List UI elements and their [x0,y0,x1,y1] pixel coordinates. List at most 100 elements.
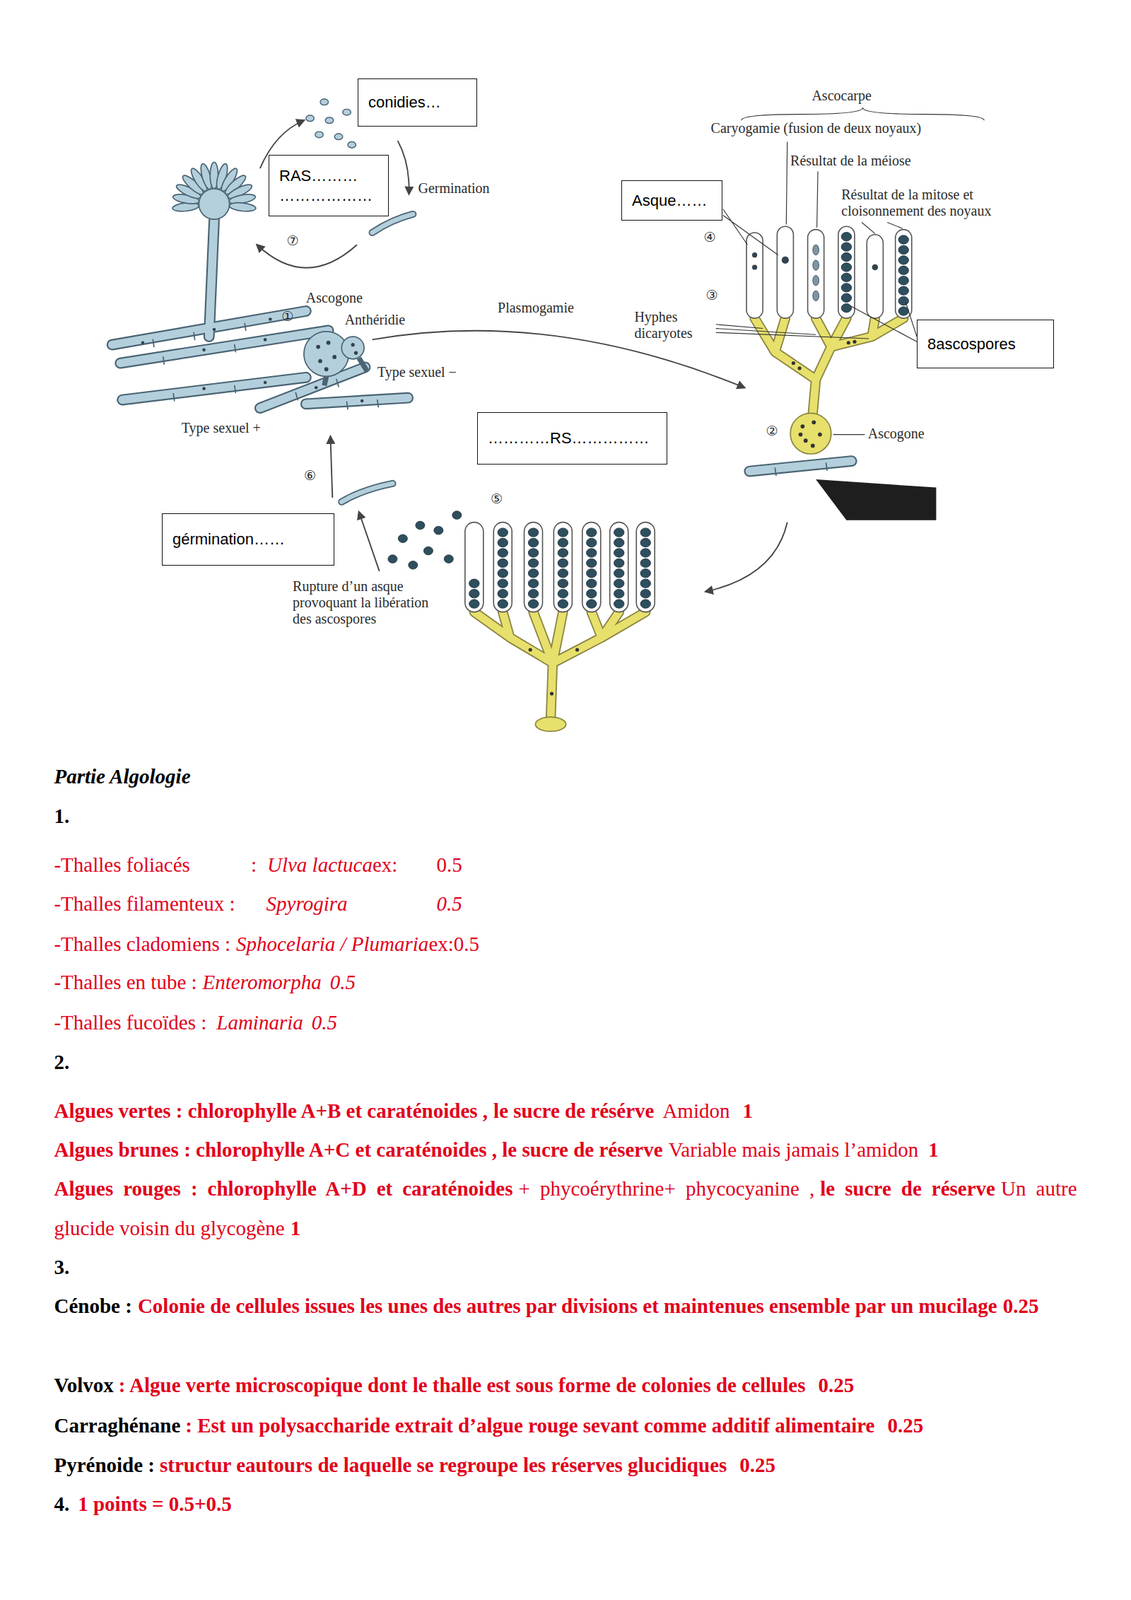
mycelium [112,214,852,502]
asci [557,528,568,608]
asci [781,256,789,264]
leader-lines [723,209,779,256]
sex-organs [303,331,367,386]
cycle-arrows [330,436,333,498]
leader-lines [741,108,984,121]
asci [812,244,820,301]
asci [469,599,480,608]
mycelium [112,220,852,472]
answer-text: 0.25 [1003,1294,1040,1317]
conidia [325,117,334,124]
asci [640,528,651,608]
answer-text: -Thalles cladomiens : [53,929,231,958]
answer-text: Laminaria [216,1008,303,1037]
answer-text: Pyrénoide : [53,1450,155,1479]
answer-text: Enteromorpha [202,967,322,996]
ascogenous-hyphae [803,438,808,443]
sex-organs [324,366,329,372]
answer-text: ex:0.5 [428,929,480,958]
ascogenous-hyphae [575,647,579,652]
asci [388,226,912,612]
answer-text: le sucre de réserve [819,1176,996,1200]
answer-text: Partie Algologie [53,762,191,791]
part-label: Hyphes dicaryotes [634,308,716,342]
callout-number: ⑥ [303,467,316,484]
box-text: conidies… [368,92,442,113]
asci [553,522,572,613]
leader-lines [833,434,866,435]
nuclei [202,386,206,391]
answer-text: Colonie de cellules issues les unes des … [137,1294,998,1317]
substrate [815,479,936,521]
part-label: Anthéridie [344,311,406,328]
ascogenous-hyphae [474,612,646,719]
answer-text: Amidon [662,1096,730,1125]
callout-number: ⑦ [286,233,299,249]
sex-organs [341,336,365,360]
answer-text: : Algue verte microscopique dont le thal… [118,1370,806,1399]
answer-text: Algues rouges : chlorophylle A+D et cara… [53,1176,513,1200]
cycle-arrows [257,244,357,268]
conidia [342,108,352,116]
mycelium [341,214,413,502]
asci [397,534,408,543]
box-text: gérmination…… [172,529,285,550]
conidia [334,133,343,140]
asci [898,235,909,316]
callout-number: ⑤ [490,491,503,507]
mycelium [112,220,852,472]
asci [388,232,909,609]
part-label: Type sexuel + [181,419,261,437]
sex-organs [315,340,358,372]
nuclei [263,337,268,342]
asci [752,252,758,258]
asci [636,522,655,613]
answer-text: Sphocelaria / Plumaria [236,929,429,958]
answer-text: 1 points = 0.5+0.5 [77,1489,232,1518]
part-label: Germination [418,180,490,197]
asci [423,546,433,555]
answer-text: ex: [372,850,398,879]
conidiophore [198,188,230,220]
asci [528,528,538,608]
asci [493,522,512,613]
ascogenous-hyphae [798,432,804,437]
asci [434,525,444,535]
callout-box: Asque…… [621,180,723,221]
answer-text: 1 [742,1096,753,1125]
nuclei [202,348,206,353]
cycle-arrows [705,522,787,592]
ascogenous-hyphae [797,366,801,370]
asci [614,528,625,608]
callout-number: ② [765,423,778,439]
part-label: Plasmogamie [497,299,574,316]
asci [841,232,852,313]
answer-text: Algues brunes : chlorophylle A+C et cara… [53,1135,663,1164]
part-label: Ascocarpe [811,87,871,104]
answer-text: 4. [53,1489,70,1518]
ascogenous-hyphae [811,419,816,425]
conidia [315,131,324,138]
answer-text: 0.25 [887,1410,924,1440]
answer-text: Spyrogira [266,889,348,918]
callout-box: conidies… [357,78,478,127]
asci [752,264,758,270]
ascogenous-hyphae [810,443,816,449]
answer-text: -Thalles en tube : [53,967,197,996]
answer-text: Carraghénane [53,1410,181,1440]
asci [582,522,601,613]
ascogenous-hyphae [798,419,823,448]
sex-organs [332,354,337,360]
box-text: 8ascospores [927,334,1016,355]
ascogenous-hyphae [846,340,851,345]
answer-text: : Est un polysaccharide extrait d’algue … [185,1410,875,1440]
ascogenous-hyphae [528,340,857,696]
ascogenous-hyphae [549,691,554,695]
ascogenous-hyphae [535,716,566,731]
conidia [347,142,357,149]
ascogenous-hyphae [791,361,796,365]
asci [812,275,820,286]
callout-box: gérmination…… [161,513,335,566]
answer-paragraph: Cénobe :Colonie de cellules issues les u… [53,1286,1077,1327]
